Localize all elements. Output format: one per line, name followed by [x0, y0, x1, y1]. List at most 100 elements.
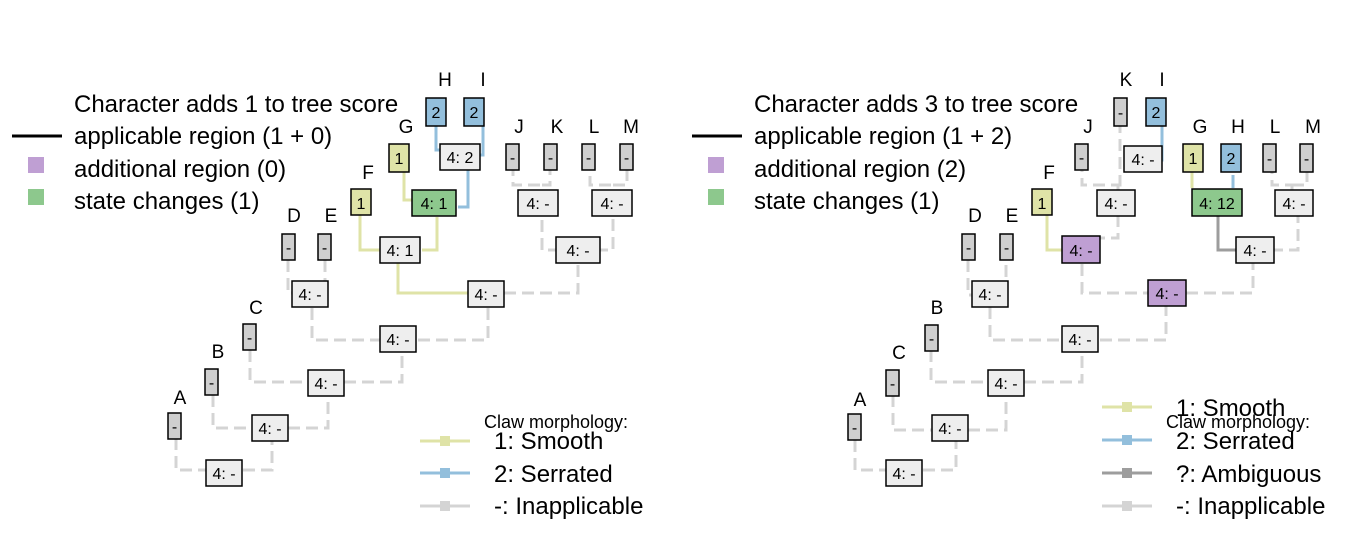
tip-box: [1299, 143, 1314, 173]
left-tips: A - B - C - D - E - F 1 G 1 H 2 I: [167, 70, 639, 440]
inapplicable-key-point: [440, 501, 450, 511]
key-label: 2: Serrated: [494, 461, 613, 488]
node-box: [379, 236, 421, 264]
tip-label: E: [325, 206, 338, 227]
branch: [1100, 215, 1120, 240]
tip-label: M: [623, 117, 639, 138]
branch: [211, 395, 270, 430]
legend-applicable: applicable region (1 + 0): [74, 123, 332, 150]
tip-state: -: [624, 150, 629, 167]
tip-state: -: [890, 376, 895, 393]
branch: [248, 350, 326, 384]
node-label: 4: -: [600, 196, 623, 213]
node-box: [1096, 189, 1136, 217]
tip-label: C: [892, 343, 906, 364]
tip-box: [543, 143, 558, 171]
tip-state: -: [1079, 150, 1084, 167]
tip-box: [619, 143, 634, 171]
tip-box: [317, 233, 332, 261]
node-label: 4: -: [474, 287, 497, 304]
node-label: 4: -: [938, 421, 961, 438]
tip-state: -: [172, 419, 177, 436]
node-box: [1274, 189, 1314, 217]
tip-box: [204, 368, 219, 396]
tip-label: D: [968, 206, 982, 227]
node-label: 4: 2: [447, 150, 474, 167]
tip-state: -: [548, 150, 553, 167]
key-label: -: Inapplicable: [1176, 493, 1325, 520]
tip-box: [847, 413, 862, 441]
tip-label: H: [438, 70, 452, 91]
left-branches: [174, 126, 629, 472]
tip-box: [350, 188, 372, 216]
key-label: -: Inapplicable: [494, 493, 643, 520]
right-panel: Character adds 3 to tree score applicabl…: [692, 70, 1325, 520]
branch: [1006, 353, 1084, 384]
node-label: 4: -: [1131, 152, 1154, 169]
tip-state: -: [322, 240, 327, 257]
node-box-additional-region: [1147, 279, 1187, 307]
tip-box: [961, 233, 976, 261]
legend-changes: state changes (1): [754, 188, 939, 215]
right-score-legend: Character adds 3 to tree score applicabl…: [692, 91, 1078, 215]
left-nodes: 4: - 4: - 4: - 4: - 4: - 4: - 4: 1 4: 1 …: [205, 143, 633, 487]
tip-state: -: [247, 330, 252, 347]
branch: [1216, 216, 1236, 252]
node-label: 4: -: [566, 243, 589, 260]
node-box: [1235, 236, 1275, 264]
branch: [1253, 216, 1300, 252]
tip-box: [1182, 143, 1204, 173]
tip-state: -: [510, 150, 515, 167]
tip-label: A: [174, 388, 187, 409]
tip-label: C: [249, 298, 263, 319]
node-box: [555, 236, 601, 264]
node-label: 4: -: [1068, 332, 1091, 349]
branch: [1045, 215, 1064, 252]
tip-label: F: [362, 163, 374, 184]
tip-box: [1074, 143, 1089, 171]
tip-state: -: [1304, 151, 1309, 168]
node-box: [291, 280, 329, 308]
node-label: 4: 1: [387, 243, 414, 260]
node-box-state-change: [1191, 188, 1243, 217]
left-claw-key: Claw morphology: 1: Smooth 2: Serrated -…: [420, 412, 643, 520]
tip-box: [281, 233, 296, 261]
node-box-state-change: [411, 189, 457, 217]
additional-region-swatch: [28, 157, 44, 173]
node-label: 4: -: [298, 287, 321, 304]
tip-state: -: [1118, 105, 1123, 122]
tip-state: -: [286, 240, 291, 257]
branch: [486, 250, 580, 295]
tip-label: H: [1231, 117, 1245, 138]
node-box: [971, 280, 1009, 308]
key-title: Claw morphology:: [1166, 412, 1310, 432]
node-label: 4: -: [1069, 243, 1092, 260]
tip-label: K: [551, 117, 564, 138]
tip-label: G: [1193, 117, 1208, 138]
tip-label: J: [1083, 117, 1093, 138]
node-box: [205, 459, 243, 487]
tip-label: B: [931, 298, 944, 319]
right-nodes: 4: - 4: - 4: - 4: - 4: - 4: - 4: - 4: - …: [885, 145, 1314, 487]
branch: [891, 395, 950, 432]
serrated-key-point: [1122, 435, 1132, 445]
node-label: 4: 1: [421, 196, 448, 213]
node-box: [307, 369, 345, 397]
tip-box: [581, 143, 596, 171]
tip-label: M: [1305, 117, 1321, 138]
node-box: [517, 189, 559, 217]
key-label: 1: Smooth: [494, 428, 603, 455]
tip-state: 1: [357, 196, 366, 213]
tip-box: [1220, 143, 1242, 173]
tip-label: A: [854, 390, 867, 411]
tip-box: [1262, 143, 1277, 173]
left-score-legend: Character adds 1 to tree score applicabl…: [12, 91, 398, 215]
branch: [1080, 170, 1120, 190]
branch: [1270, 172, 1294, 190]
legend-additional: additional region (2): [754, 156, 966, 183]
state-change-swatch: [708, 189, 724, 205]
branch: [396, 263, 470, 295]
branch: [988, 307, 1060, 342]
node-label: 4: -: [1155, 286, 1178, 303]
node-box: [251, 414, 289, 442]
